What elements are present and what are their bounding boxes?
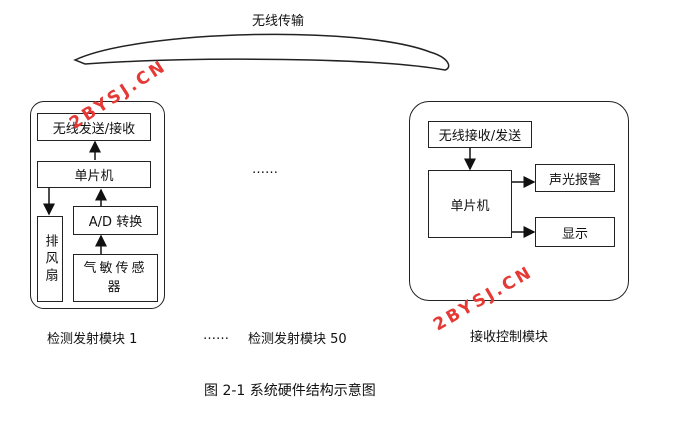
gas-sensor-box: 气敏传感器 [73, 254, 158, 302]
transmitter-mcu-label: 单片机 [74, 169, 114, 184]
adc-box: A/D 转换 [73, 206, 158, 235]
gas-sensor-label: 气敏传感器 [83, 261, 148, 295]
display-box: 显示 [535, 217, 615, 247]
wireless-tx-rx-label: 无线发送/接收 [52, 121, 136, 137]
transmitter-mcu-box: 单片机 [37, 161, 151, 188]
wireless-transmission-label: 无线传输 [252, 14, 305, 29]
transmitter-50-caption: 检测发射模块 50 [248, 332, 347, 347]
exhaust-fan-box: 排风扇 [37, 216, 63, 302]
wireless-arc [73, 33, 450, 71]
receiver-mcu-box: 单片机 [428, 170, 512, 238]
exhaust-fan-label: 排风扇 [42, 233, 58, 285]
alarm-label: 声光报警 [548, 172, 601, 188]
transmitter-module-container [30, 101, 165, 309]
receiver-module-container [409, 101, 629, 301]
figure-caption: 图 2-1 系统硬件结构示意图 [204, 383, 376, 399]
wireless-rx-tx-box: 无线接收/发送 [428, 121, 532, 148]
receiver-mcu-label: 单片机 [450, 198, 490, 214]
display-label: 显示 [561, 226, 588, 242]
middle-ellipsis: …… [252, 162, 278, 177]
wireless-tx-rx-box: 无线发送/接收 [37, 113, 151, 141]
transmitter-1-caption: 检测发射模块 1 [47, 332, 138, 347]
adc-label: A/D 转换 [88, 215, 143, 230]
bottom-ellipsis: …… [203, 328, 229, 343]
receiver-caption: 接收控制模块 [470, 330, 549, 345]
wireless-rx-tx-label: 无线接收/发送 [438, 129, 522, 144]
alarm-box: 声光报警 [535, 164, 615, 192]
